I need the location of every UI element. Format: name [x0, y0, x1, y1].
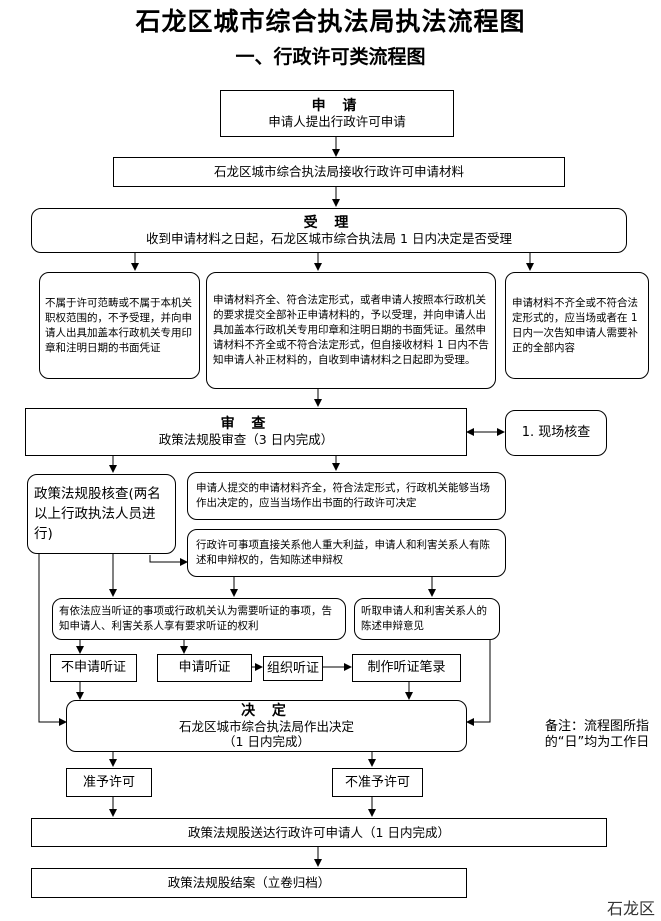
node-req-hearing-body: 申请听证: [178, 660, 231, 675]
node-apply-head: 申 请: [311, 97, 363, 114]
node-site-check-body: 1. 现场核查: [521, 425, 591, 440]
node-apply: 申 请 申请人提出行政许可申请: [220, 90, 454, 137]
node-hearing-notice: 有依法应当听证的事项或行政机关认为需要听证的事项，告知申请人、利害关系人享有要求…: [52, 598, 346, 640]
footnote: 备注：流程图所指的“日”均为工作日: [544, 719, 650, 750]
node-accept-complete: 申请材料齐全、符合法定形式，或者申请人按照本行政机关的要求提交全部补正申请材料的…: [206, 272, 496, 389]
page-subtitle: 一、行政许可类流程图: [235, 46, 426, 68]
node-decide-sub: （1 日内完成）: [223, 733, 310, 749]
node-site-check: 1. 现场核查: [505, 410, 607, 456]
page-title: 石龙区城市综合执法局执法流程图: [135, 7, 526, 36]
node-accept-head: 受 理: [303, 214, 355, 231]
node-receive: 石龙区城市综合执法局接收行政许可申请材料: [113, 157, 565, 187]
node-org-hearing: 组织听证: [263, 656, 323, 681]
node-hearing-record: 制作听证笔录: [352, 654, 461, 682]
node-incomplete-body: 申请材料不齐全或不符合法定形式的，应当场或者在 1 日内一次告知申请人需要补正的…: [512, 296, 638, 354]
node-receive-body: 石龙区城市综合执法局接收行政许可申请材料: [213, 164, 464, 179]
node-archive-body: 政策法规股结案（立卷归档）: [167, 875, 331, 890]
node-verify-body: 政策法规股核查(两名以上行政执法人员进行): [34, 486, 161, 542]
node-review-body: 政策法规股审查（3 日内完成）: [158, 432, 334, 447]
watermark-text: 石龙区: [606, 899, 655, 918]
node-on-site-decision: 申请人提交的申请材料齐全，符合法定形式，行政机关能够当场作出决定的，应当当场作出…: [187, 472, 506, 520]
node-review-head: 审 查: [220, 416, 272, 432]
node-no-hearing-body: 不申请听证: [60, 660, 126, 675]
node-decide-body: 石龙区城市综合执法局作出决定: [178, 718, 354, 734]
node-approve: 准予许可: [66, 768, 152, 797]
node-no-hearing: 不申请听证: [50, 654, 137, 682]
node-deliver-body: 政策法规股送达行政许可申请人（1 日内完成）: [188, 824, 450, 840]
node-apply-body: 申请人提出行政许可申请: [268, 113, 406, 129]
node-listen-body: 听取申请人和利害关系人的陈述申辩意见: [361, 605, 487, 632]
node-decide-head: 决 定: [241, 702, 292, 719]
node-reject-scope: 不属于许可范畴或不属于本机关职权范围的，不予受理，并向申请人出具加盖本行政机关专…: [39, 272, 200, 379]
node-approve-body: 准予许可: [82, 774, 135, 790]
node-org-hearing-body: 组织听证: [266, 660, 319, 676]
node-deny: 不准予许可: [332, 768, 423, 797]
node-review: 审 查 政策法规股审查（3 日内完成）: [25, 408, 467, 456]
node-on-site-decision-body: 申请人提交的申请材料齐全，符合法定形式，行政机关能够当场作出决定的，应当当场作出…: [196, 482, 490, 509]
node-third-party: 行政许可事项直接关系他人重大利益，申请人和利害关系人有陈述和申辩权的，告知陈述申…: [187, 529, 506, 577]
node-accept: 受 理 收到申请材料之日起，石龙区城市综合执法局 1 日内决定是否受理: [31, 208, 627, 253]
node-deliver: 政策法规股送达行政许可申请人（1 日内完成）: [31, 818, 607, 847]
node-hearing-notice-body: 有依法应当听证的事项或行政机关认为需要听证的事项，告知申请人、利害关系人享有要求…: [59, 605, 332, 632]
node-accept-complete-body: 申请材料齐全、符合法定形式，或者申请人按照本行政机关的要求提交全部补正申请材料的…: [213, 294, 489, 366]
node-third-party-body: 行政许可事项直接关系他人重大利益，申请人和利害关系人有陈述和申辩权的，告知陈述申…: [196, 539, 490, 566]
node-req-hearing: 申请听证: [157, 654, 252, 682]
node-listen: 听取申请人和利害关系人的陈述申辩意见: [354, 598, 500, 640]
node-hearing-record-body: 制作听证笔录: [367, 660, 446, 675]
node-verify: 政策法规股核查(两名以上行政执法人员进行): [27, 474, 176, 554]
node-reject-scope-body: 不属于许可范畴或不属于本机关职权范围的，不予受理，并向申请人出具加盖本行政机关专…: [45, 296, 192, 354]
node-incomplete: 申请材料不齐全或不符合法定形式的，应当场或者在 1 日内一次告知申请人需要补正的…: [505, 272, 649, 379]
node-archive: 政策法规股结案（立卷归档）: [31, 868, 467, 898]
node-accept-body: 收到申请材料之日起，石龙区城市综合执法局 1 日内决定是否受理: [146, 230, 512, 246]
node-deny-body: 不准予许可: [344, 774, 410, 790]
node-decide: 决 定 石龙区城市综合执法局作出决定 （1 日内完成）: [66, 700, 467, 752]
